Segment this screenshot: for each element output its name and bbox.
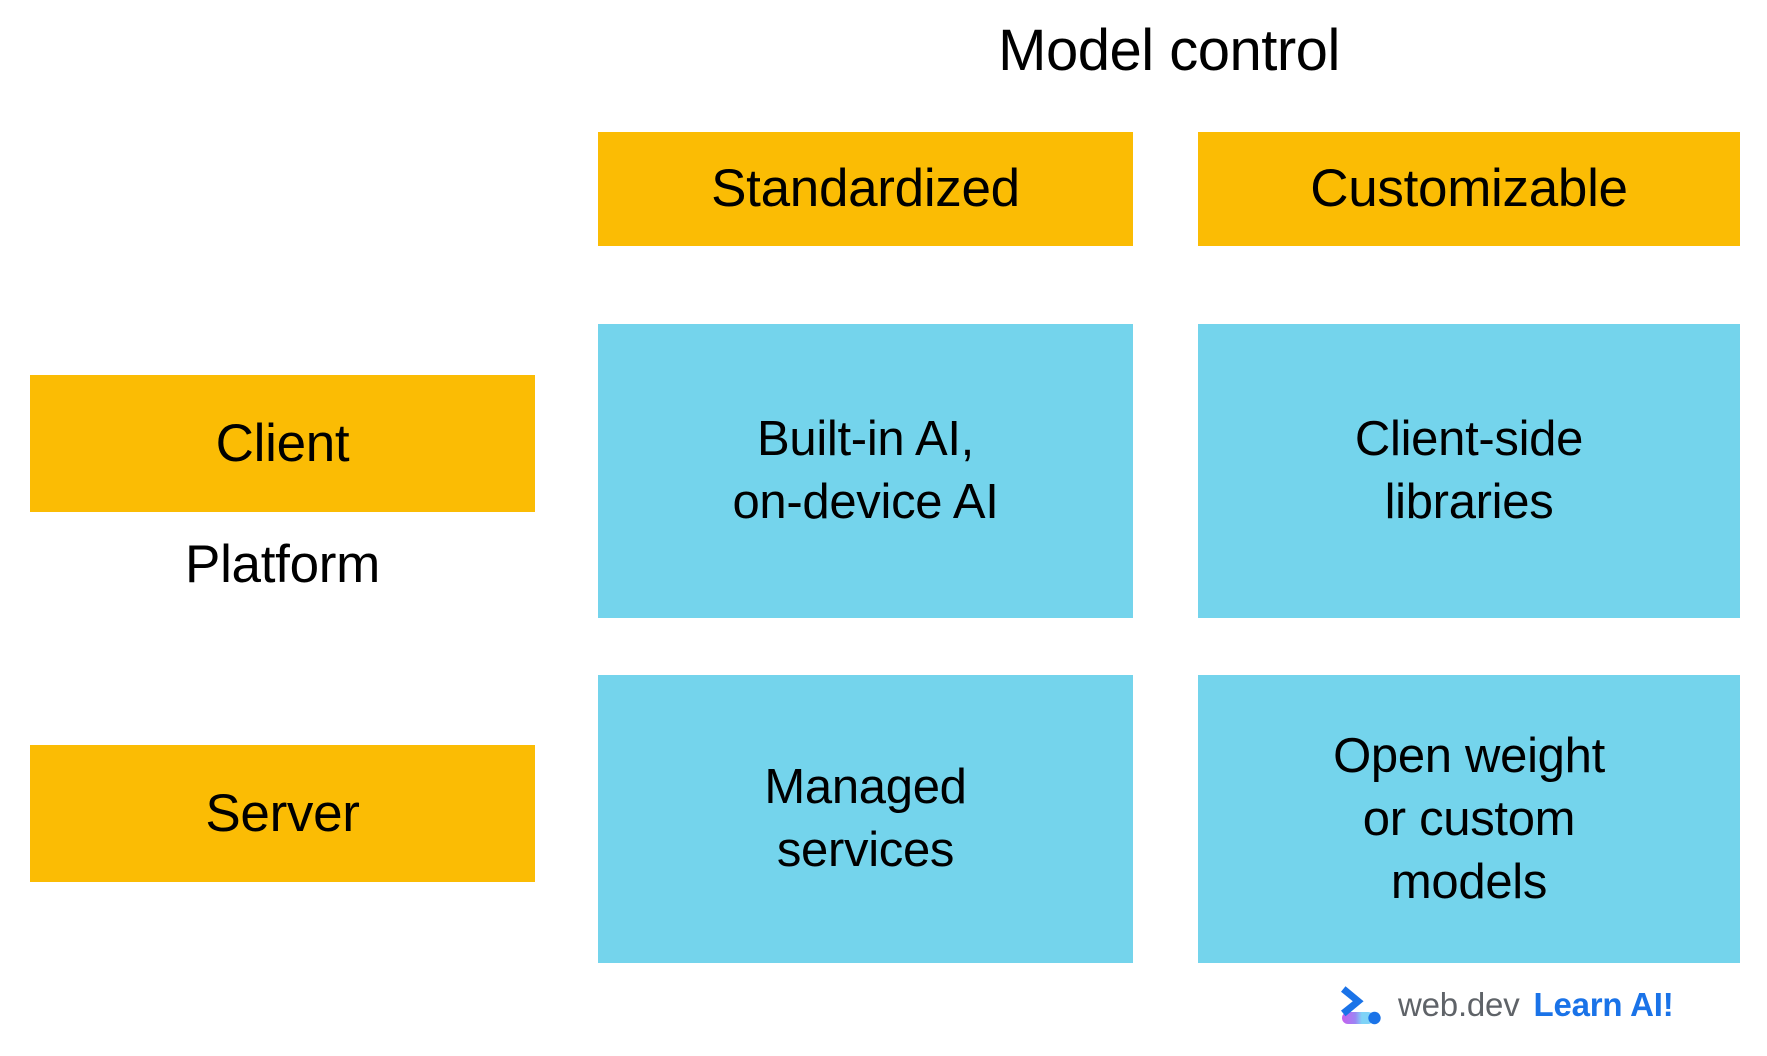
matrix-cell-client-standardized: Built-in AI,on-device AI	[598, 324, 1133, 618]
brand-name: web.dev	[1398, 986, 1520, 1023]
brand-lockup[interactable]: web.dev Learn AI!	[1338, 980, 1674, 1030]
row-axis-label: Platform	[185, 535, 380, 594]
page-title: Model control	[998, 18, 1340, 83]
column-header-standardized-label: Standardized	[711, 159, 1020, 218]
brand-tagline: Learn AI!	[1533, 986, 1674, 1023]
row-header-server: Server	[30, 745, 535, 882]
row-header-server-label: Server	[205, 783, 360, 843]
row-header-client-label: Client	[215, 413, 350, 473]
row-header-client: Client	[30, 375, 535, 512]
column-header-customizable: Customizable	[1198, 132, 1740, 246]
matrix-cell-client-standardized-label: Built-in AI,on-device AI	[732, 412, 999, 529]
column-header-standardized: Standardized	[598, 132, 1133, 246]
web-dev-chevron-logo-icon	[1341, 986, 1381, 1025]
column-header-customizable-label: Customizable	[1310, 159, 1628, 218]
